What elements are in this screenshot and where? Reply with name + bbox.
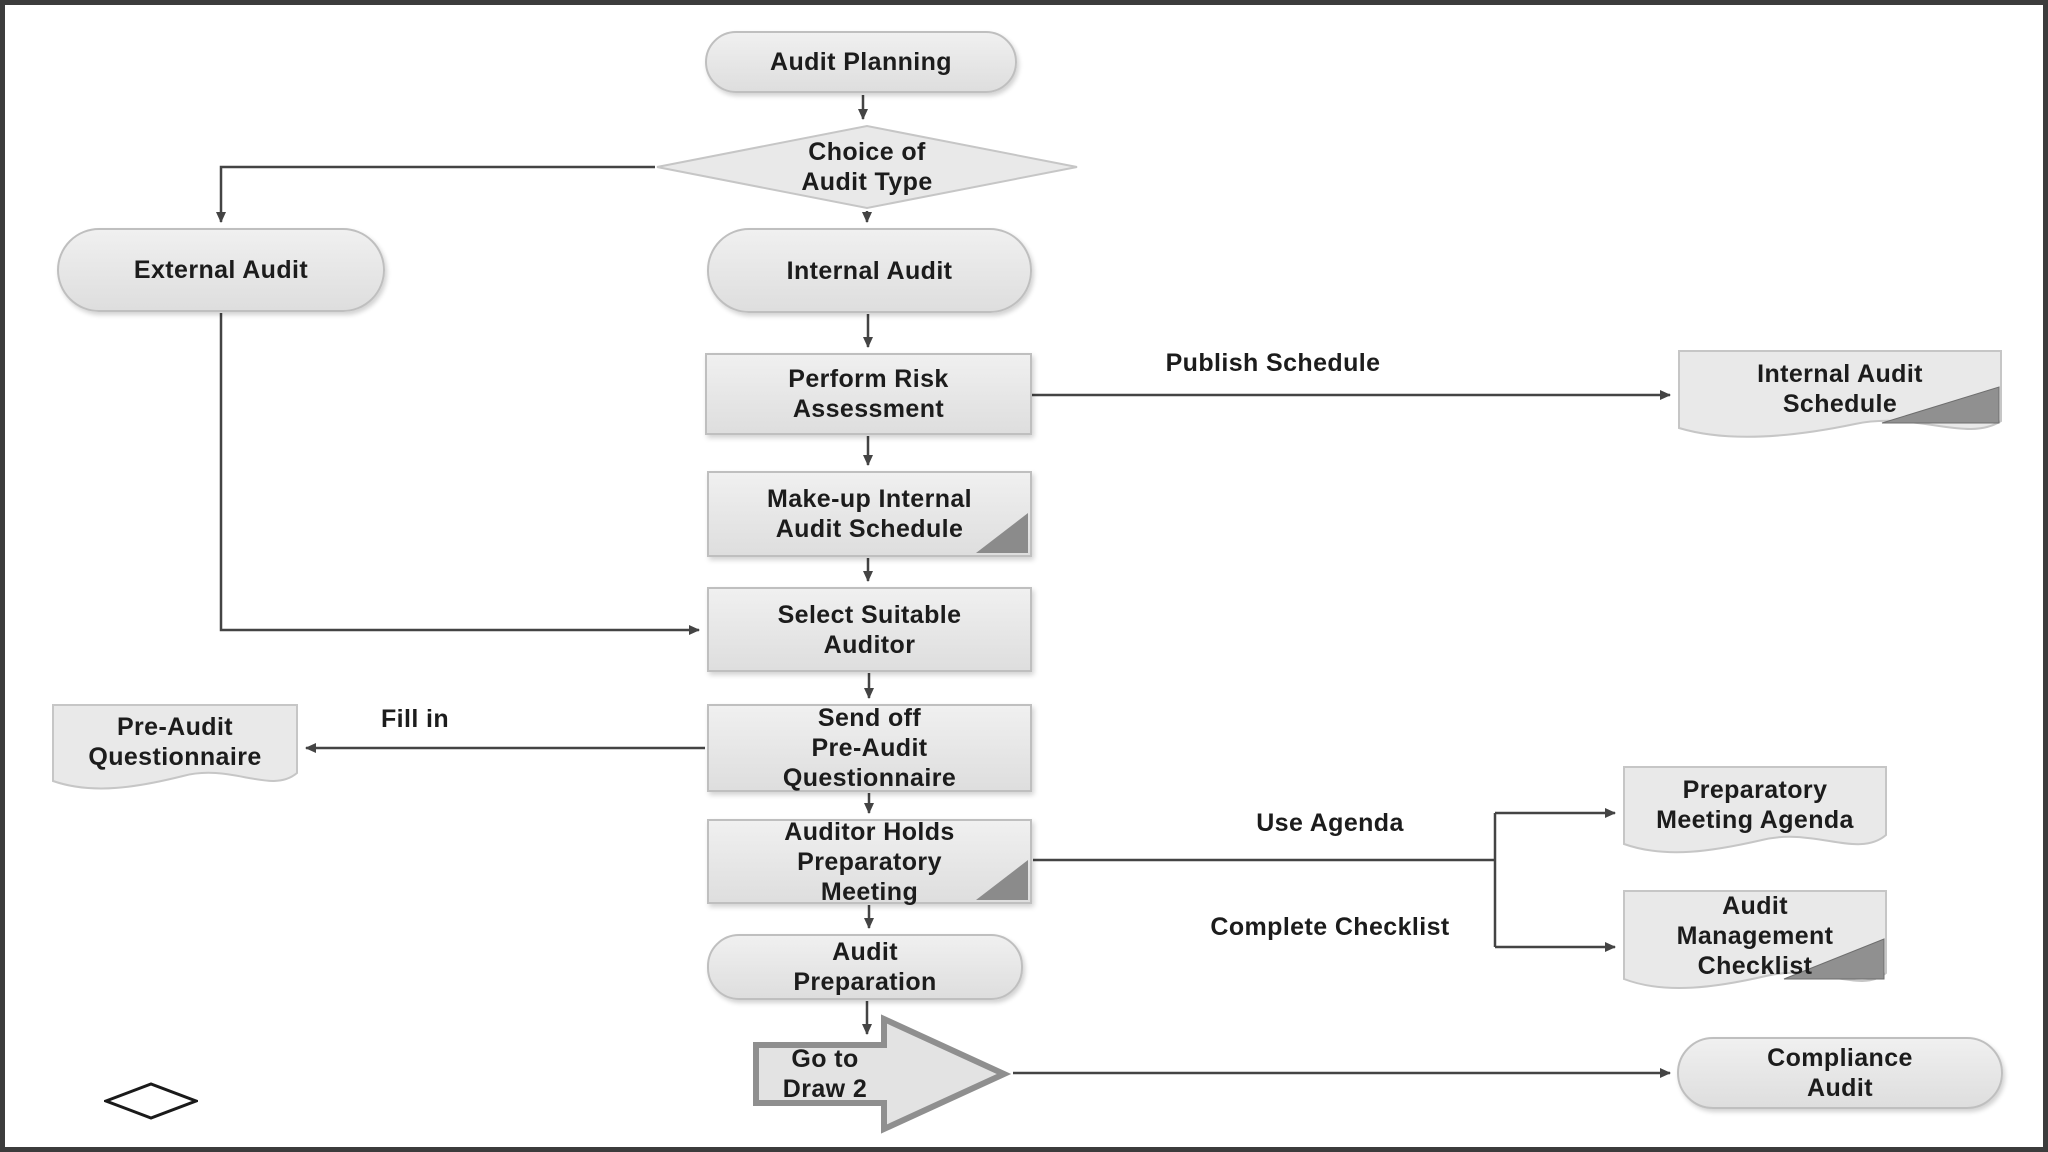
node-label: Go to Draw 2: [782, 1045, 868, 1103]
edge-label-complete-checklist: Complete Checklist: [1210, 913, 1450, 941]
document-shape: [1623, 890, 1887, 990]
edge-choice-to-external: [216, 165, 655, 223]
edge-label-use-agenda: Use Agenda: [1256, 809, 1404, 837]
node-makeup-internal-audit-schedule: Make-up Internal Audit Schedule: [707, 471, 1032, 557]
node-empty-decision-marker: [104, 1082, 198, 1120]
node-choice-of-audit-type: Choice of Audit Type: [655, 124, 1079, 210]
decision-diamond-shape: [656, 124, 1078, 210]
edge-label-fill-in: Fill in: [380, 705, 450, 733]
node-audit-management-checklist: Audit Management Checklist: [1622, 889, 1888, 1001]
folded-corner: [1783, 938, 1885, 980]
node-perform-risk-assessment: Perform Risk Assessment: [705, 353, 1032, 435]
document-shape: [1623, 766, 1887, 854]
document-shape: [52, 704, 298, 790]
folded-corner: [976, 513, 1028, 553]
node-label: Audit Management Checklist: [1676, 892, 1834, 980]
node-pre-audit-questionnaire: Pre-Audit Questionnaire: [51, 703, 299, 799]
node-label: Choice of Audit Type: [801, 138, 933, 196]
node-internal-audit-schedule: Internal Audit Schedule: [1677, 349, 2003, 447]
folded-corner: [1881, 386, 2000, 424]
node-label: Make-up Internal Audit Schedule: [766, 485, 973, 543]
node-label: Internal Audit Schedule: [1757, 360, 1923, 418]
node-auditor-holds-preparatory-meeting: Auditor Holds Preparatory Meeting: [707, 817, 1032, 906]
node-preparatory-meeting-agenda: Preparatory Meeting Agenda: [1622, 765, 1888, 863]
edge-label-publish-schedule: Publish Schedule: [1165, 349, 1381, 377]
off-page-arrow-shape: [753, 1014, 1012, 1134]
node-audit-preparation: Audit Preparation: [707, 934, 1023, 1000]
node-external-audit: External Audit: [57, 228, 385, 312]
edge-external-to-select: [219, 313, 700, 635]
node-select-suitable-auditor: Select Suitable Auditor: [707, 587, 1032, 672]
node-compliance-audit: Compliance Audit: [1677, 1037, 2003, 1109]
node-label: Pre-Audit Questionnaire: [88, 713, 262, 771]
small-diamond-outline: [104, 1082, 198, 1120]
node-internal-audit: Internal Audit: [707, 228, 1032, 313]
node-label: Auditor Holds Preparatory Meeting: [784, 817, 955, 906]
node-send-off-pre-audit-questionnaire: Send off Pre-Audit Questionnaire: [707, 704, 1032, 792]
node-go-to-draw-2: Go to Draw 2: [750, 1013, 1012, 1135]
document-shape: [1678, 350, 2002, 438]
folded-corner: [976, 860, 1028, 900]
node-audit-planning: Audit Planning: [705, 31, 1017, 93]
node-label: Preparatory Meeting Agenda: [1656, 776, 1854, 834]
